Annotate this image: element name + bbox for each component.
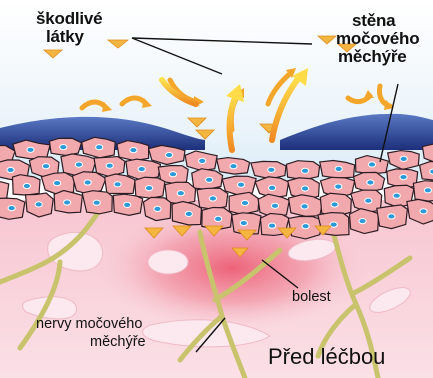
cell-nucleus: [388, 214, 395, 219]
cell-nucleus: [215, 216, 222, 221]
cell-nucleus: [420, 209, 427, 214]
cell-nucleus: [269, 223, 276, 228]
cell-nucleus: [335, 184, 342, 189]
cell-nucleus: [331, 202, 338, 207]
label-nerves-line1: nervy močového: [36, 315, 142, 333]
cell-nucleus: [400, 156, 407, 161]
cell-nucleus: [130, 148, 137, 153]
cell-nucleus: [206, 177, 213, 182]
cell-nucleus: [393, 193, 400, 198]
label-harmful-substances-line1: škodlivé: [36, 10, 102, 28]
cell-nucleus: [302, 224, 309, 229]
cell-nucleus: [271, 203, 278, 208]
cell-nucleus: [330, 222, 337, 227]
cell-nucleus: [368, 162, 375, 167]
cell-nucleus: [365, 198, 372, 203]
cell-nucleus: [138, 167, 145, 172]
cell-nucleus: [106, 163, 113, 168]
cell-nucleus: [185, 211, 192, 216]
cell-nucleus: [302, 168, 309, 173]
label-bladder-wall-line3: měchýře: [338, 48, 407, 66]
cell-nucleus: [169, 172, 176, 177]
cell-nucleus: [84, 180, 91, 185]
cell-nucleus: [241, 200, 248, 205]
cell-nucleus: [424, 188, 431, 193]
cell-nucleus: [166, 152, 173, 157]
cell-nucleus: [269, 185, 276, 190]
label-bladder-wall-line1: stěna: [352, 12, 395, 30]
cell-nucleus: [27, 147, 34, 152]
cell-nucleus: [367, 180, 374, 185]
caption-before-treatment: Před léčbou: [268, 345, 385, 369]
cell-nucleus: [60, 145, 67, 150]
cell-nucleus: [400, 175, 407, 180]
cell-nucleus: [154, 206, 161, 211]
cell-nucleus: [209, 196, 216, 201]
cell-nucleus: [199, 158, 206, 163]
cell-nucleus: [54, 181, 61, 186]
cell-nucleus: [230, 164, 237, 169]
cell-nucleus: [96, 145, 103, 150]
cell-nucleus: [177, 191, 184, 196]
cell-nucleus: [146, 186, 153, 191]
cell-nucleus: [42, 164, 49, 169]
cell-nucleus: [114, 182, 121, 187]
cell-nucleus: [238, 182, 245, 187]
cell-nucleus: [7, 167, 14, 172]
cell-nucleus: [93, 200, 100, 205]
label-harmful-substances-line2: látky: [46, 28, 84, 46]
cell-nucleus: [23, 183, 30, 188]
cell-nucleus: [124, 202, 131, 207]
cell-nucleus: [8, 206, 15, 211]
label-pain: bolest: [292, 288, 331, 306]
cell-nucleus: [302, 186, 309, 191]
cell-nucleus: [75, 162, 82, 167]
cell-nucleus: [64, 200, 71, 205]
cell-nucleus: [35, 202, 42, 207]
cell-nucleus: [359, 219, 366, 224]
label-nerves-line2: měchýře: [90, 333, 146, 351]
cell-nucleus: [301, 204, 308, 209]
cell-nucleus: [240, 221, 247, 226]
cell-nucleus: [268, 167, 275, 172]
label-bladder-wall-line2: močového: [336, 30, 419, 48]
cell-nucleus: [335, 166, 342, 171]
